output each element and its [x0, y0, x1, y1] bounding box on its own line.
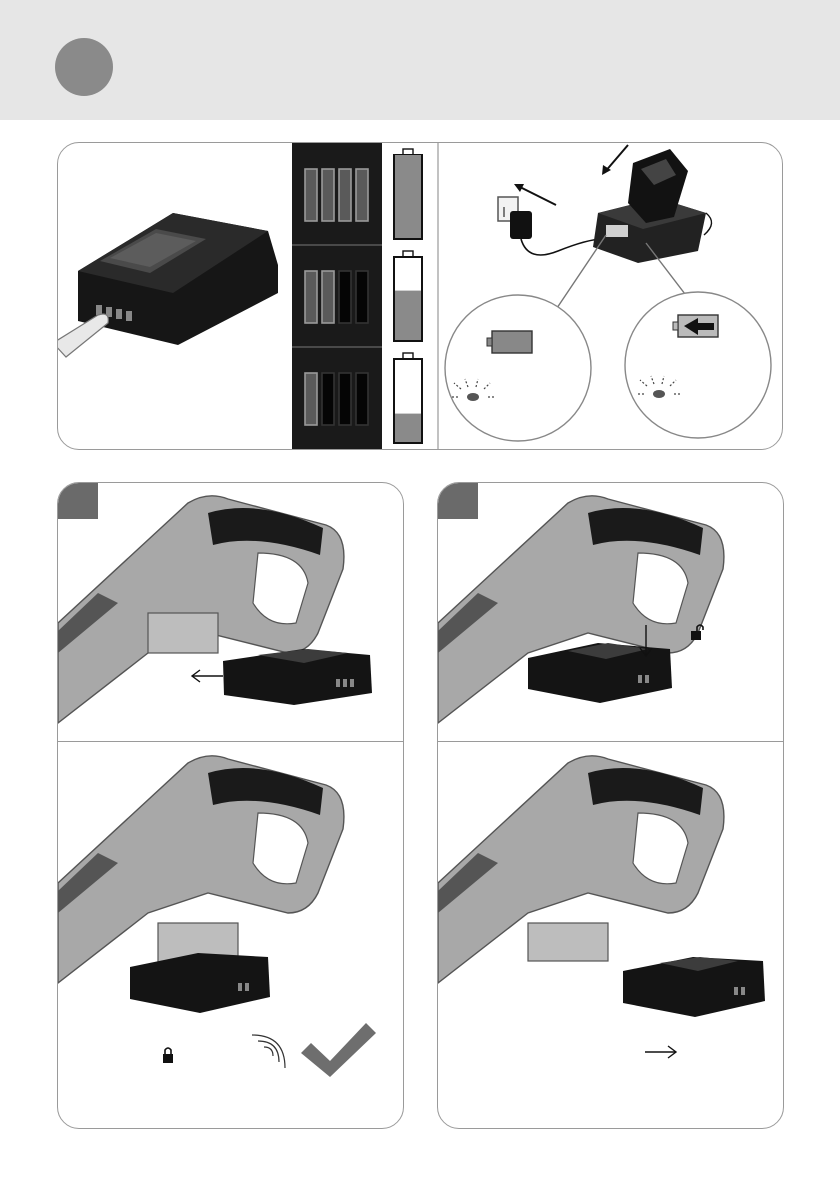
- arrow-left-icon: [192, 670, 223, 682]
- led-bar-off: [356, 271, 368, 323]
- arrow-plug-in-icon: [514, 184, 556, 205]
- tool-handle-image: [58, 756, 344, 983]
- led-bar-lit: [356, 169, 368, 221]
- battery-attached-image: [130, 953, 270, 1013]
- battery-pack-image: [78, 213, 278, 345]
- insert-battery-panel: [57, 482, 404, 1129]
- led-bar-lit: [305, 373, 317, 425]
- battery-pack-image: [223, 649, 372, 705]
- led-bar-lit: [339, 169, 351, 221]
- battery-charge-panel: [57, 142, 783, 450]
- led-bar-off: [339, 271, 351, 323]
- remove-battery-illustration: [438, 483, 783, 1128]
- battery-charge-illustration: [58, 143, 782, 449]
- led-bar-off: [339, 373, 351, 425]
- battery-full-icon: [487, 331, 532, 353]
- led-bar-lit: [305, 169, 317, 221]
- battery-charging-icon: [673, 315, 718, 337]
- battery-gauge-fill: [395, 291, 421, 340]
- power-adapter-icon: [510, 211, 603, 255]
- battery-gauge-icon: [394, 353, 422, 443]
- battery-gauge-icon: [394, 149, 422, 239]
- tool-handle-image: [438, 756, 724, 983]
- battery-gauge-fill: [395, 414, 421, 442]
- led-bar-off: [356, 373, 368, 425]
- battery-gauge-fill: [395, 155, 421, 238]
- led-bar-lit: [322, 169, 334, 221]
- led-bar-lit: [305, 271, 317, 323]
- battery-gauge-icon: [394, 251, 422, 341]
- zoom-circle-charging: [625, 292, 771, 438]
- page-header: [0, 0, 840, 120]
- insert-battery-illustration: [58, 483, 403, 1128]
- battery-attached-image: [528, 643, 672, 703]
- check-icon: [301, 1023, 376, 1077]
- section-number-circle: [55, 38, 113, 96]
- lock-icon: [163, 1048, 173, 1063]
- sound-waves-icon: [252, 1035, 285, 1068]
- arrow-right-icon: [645, 1046, 676, 1058]
- arrow-insert-icon: [602, 145, 628, 175]
- led-bar-off: [322, 373, 334, 425]
- zoom-circle-charged: [445, 295, 591, 441]
- remove-battery-panel: [437, 482, 784, 1129]
- led-bar-lit: [322, 271, 334, 323]
- battery-removed-image: [623, 957, 765, 1017]
